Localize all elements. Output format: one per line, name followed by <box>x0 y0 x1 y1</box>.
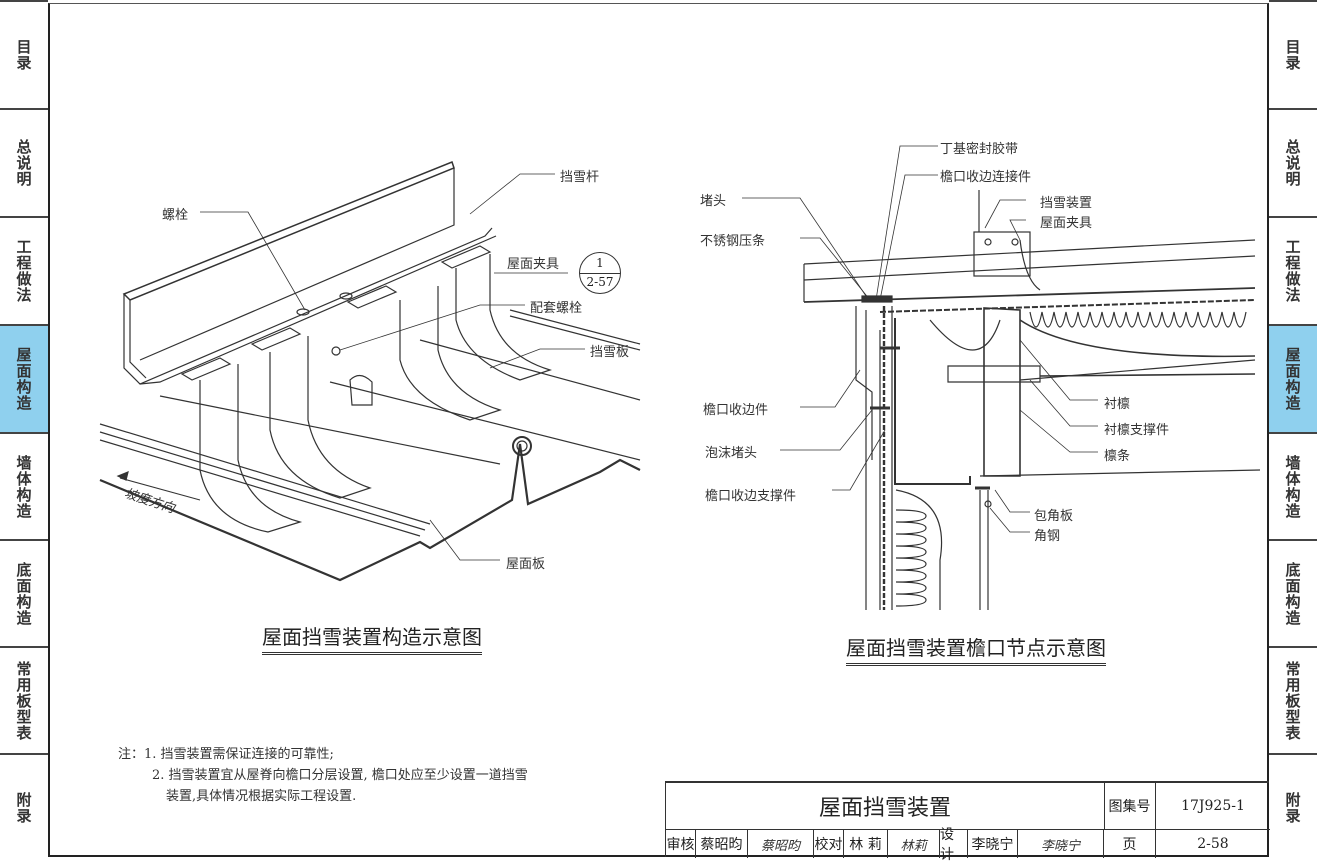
tab-label: 工程做法 <box>1283 239 1302 303</box>
tab-roof-construction[interactable]: 屋面构造 <box>0 324 48 432</box>
check-label: 校对 <box>814 830 844 858</box>
snow-guard-isometric-drawing <box>99 161 641 582</box>
label-sub-purlin-support: 衬檩支撑件 <box>1104 423 1170 438</box>
designer-signature: 李晓宁 <box>1018 830 1104 858</box>
left-section-tabs: 目录 总说明 工程做法 屋面构造 墙体构造 底面构造 常用板型表 附录 <box>0 0 48 865</box>
label-snow-bar: 挡雪杆 <box>560 170 600 185</box>
label-eave-trim: 檐口收边件 <box>703 403 769 418</box>
tab-label: 底面构造 <box>1283 561 1302 626</box>
label-foam-closure: 泡沫堵头 <box>705 446 758 461</box>
notes-prefix: 注： <box>118 747 145 762</box>
review-label: 审核 <box>666 830 696 858</box>
label-matching-bolt: 配套螺栓 <box>530 301 583 316</box>
label-corner-plate: 包角板 <box>1034 509 1074 524</box>
tab-wall-construction[interactable]: 墙体构造 <box>1269 432 1317 539</box>
tab-soffit-construction[interactable]: 底面构造 <box>0 539 48 646</box>
tab-label: 附录 <box>14 791 33 824</box>
designer-name: 李晓宁 <box>968 830 1018 858</box>
reviewer-signature: 蔡昭昀 <box>748 830 814 858</box>
label-end-cap: 堵头 <box>700 194 727 209</box>
tab-label: 总说明 <box>14 139 33 187</box>
detail-reference-bubble[interactable]: 1 2-57 <box>579 252 621 294</box>
checker-name: 林 莉 <box>844 830 888 858</box>
tab-engineering-practice[interactable]: 工程做法 <box>1269 216 1317 324</box>
label-eave-trim-connector: 檐口收边连接件 <box>940 170 1032 185</box>
label-purlin: 檩条 <box>1104 449 1131 464</box>
tab-label: 墙体构造 <box>1283 454 1302 519</box>
atlas-number: 17J925-1 <box>1181 798 1245 814</box>
notes-block: 注：1. 挡雪装置需保证连接的可靠性; 2. 挡雪装置宜从屋脊向檐口分层设置, … <box>118 744 528 807</box>
tab-label: 工程做法 <box>14 239 33 303</box>
right-section-tabs: 目录 总说明 工程做法 屋面构造 墙体构造 底面构造 常用板型表 附录 <box>1269 0 1317 865</box>
tab-wall-construction[interactable]: 墙体构造 <box>0 432 48 539</box>
label-snow-guard: 挡雪装置 <box>1040 196 1093 211</box>
eave-node-section-drawing <box>742 145 1261 610</box>
tab-soffit-construction[interactable]: 底面构造 <box>1269 539 1317 646</box>
label-eave-trim-support: 檐口收边支撑件 <box>705 489 797 504</box>
label-roof-panel: 屋面板 <box>506 557 546 572</box>
tab-label: 常用板型表 <box>1283 660 1302 741</box>
tab-label: 总说明 <box>1283 139 1302 187</box>
title-block-signatures-row: 审核 蔡昭昀 蔡昭昀 校对 林 莉 林莉 设计 李晓宁 李晓宁 页 2-58 <box>666 827 1270 863</box>
tab-general-notes[interactable]: 总说明 <box>1269 108 1317 216</box>
title-block: 屋面挡雪装置 图集号 17J925-1 审核 蔡昭昀 蔡昭昀 校对 林 莉 林莉… <box>665 781 1270 863</box>
reviewer-name: 蔡昭昀 <box>696 830 748 858</box>
note-item: 装置,具体情况根据实际工程设置. <box>166 789 357 804</box>
page-number: 2-58 <box>1197 836 1229 852</box>
note-item: 1. 挡雪装置需保证连接的可靠性; <box>144 747 334 762</box>
tab-label: 常用板型表 <box>14 660 33 741</box>
label-roof-clamp: 屋面夹具 <box>507 257 560 272</box>
page-label: 页 <box>1104 830 1156 858</box>
tab-label: 附录 <box>1283 791 1302 824</box>
design-label: 设计 <box>940 827 968 863</box>
drawing-frame <box>48 3 1269 857</box>
tab-label: 目录 <box>14 39 33 71</box>
tab-catalog[interactable]: 目录 <box>0 0 48 108</box>
detail-ref-page: 2-57 <box>586 275 614 289</box>
drawing-title: 屋面挡雪装置 <box>666 783 1105 829</box>
detail-ref-divider <box>580 273 620 274</box>
label-bolt: 螺栓 <box>162 208 189 223</box>
left-figure-caption: 屋面挡雪装置构造示意图 <box>262 621 482 655</box>
tab-appendix[interactable]: 附录 <box>0 753 48 860</box>
tab-panel-types[interactable]: 常用板型表 <box>1269 646 1317 753</box>
tab-label: 屋面构造 <box>14 347 33 411</box>
tab-label: 底面构造 <box>14 561 33 626</box>
label-roof-clamp-eave: 屋面夹具 <box>1040 216 1093 231</box>
label-sub-purlin: 衬檩 <box>1104 397 1131 412</box>
tab-label: 屋面构造 <box>1283 347 1302 411</box>
right-figure-caption: 屋面挡雪装置檐口节点示意图 <box>846 632 1106 666</box>
detail-ref-number: 1 <box>596 256 604 270</box>
label-angle-steel: 角钢 <box>1034 529 1061 544</box>
tab-appendix[interactable]: 附录 <box>1269 753 1317 860</box>
tab-catalog[interactable]: 目录 <box>1269 0 1317 108</box>
checker-signature: 林莉 <box>888 830 940 858</box>
label-stainless-strip: 不锈钢压条 <box>700 234 766 249</box>
label-butyl-tape: 丁基密封胶带 <box>940 142 1019 157</box>
label-snow-plate: 挡雪板 <box>590 345 630 360</box>
tab-general-notes[interactable]: 总说明 <box>0 108 48 216</box>
tab-engineering-practice[interactable]: 工程做法 <box>0 216 48 324</box>
tab-label: 墙体构造 <box>14 454 33 519</box>
note-item: 2. 挡雪装置宜从屋脊向檐口分层设置, 檐口处应至少设置一道挡雪 <box>152 768 528 783</box>
tab-panel-types[interactable]: 常用板型表 <box>0 646 48 753</box>
tab-roof-construction[interactable]: 屋面构造 <box>1269 324 1317 432</box>
tab-label: 目录 <box>1283 39 1302 71</box>
atlas-label: 图集号 <box>1104 783 1156 829</box>
